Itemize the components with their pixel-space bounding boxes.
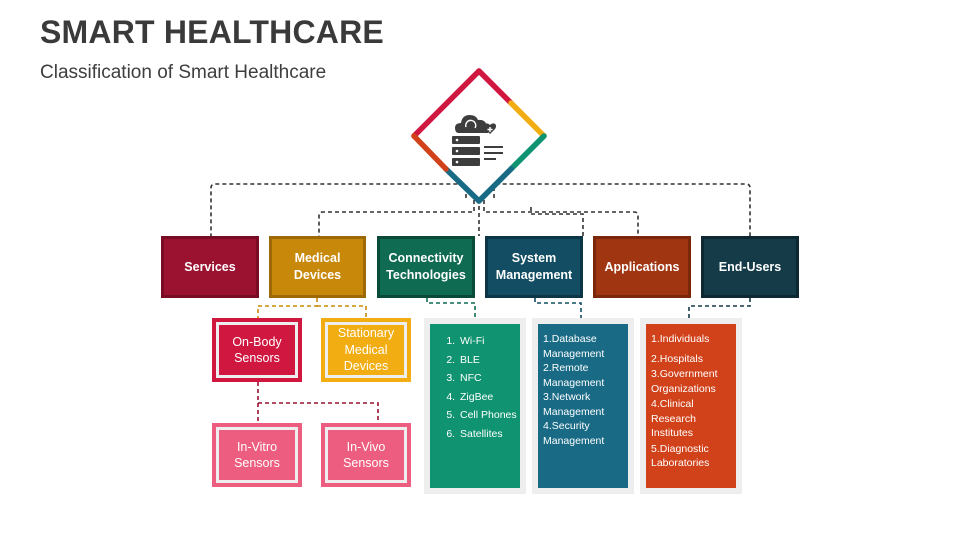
list-item: NFC	[458, 371, 520, 386]
list-item: 1.Individuals	[651, 333, 710, 345]
list-item: 3.Network Management	[543, 391, 605, 418]
category-services: Services	[161, 236, 259, 298]
list-item: Cell Phones	[458, 408, 520, 423]
category-system-management: System Management	[485, 236, 583, 298]
on-body-sensors-box: On-Body Sensors	[212, 318, 302, 382]
connectivity-list-panel: Wi-Fi BLE NFC ZigBee Cell Phones Satelli…	[424, 318, 526, 494]
list-item: 4.Security Management	[543, 420, 605, 447]
cloud-server-health-icon	[452, 115, 503, 166]
list-item: Wi-Fi	[458, 334, 520, 349]
page-subtitle: Classification of Smart Healthcare	[40, 62, 327, 83]
category-applications: Applications	[593, 236, 691, 298]
list-item: 4.Clinical Research Institutes	[651, 398, 696, 439]
list-item: ZigBee	[458, 390, 520, 405]
hub-diamond	[411, 68, 547, 204]
list-item: 2.Hospitals	[651, 352, 703, 365]
page-title: SMART HEALTHCARE	[40, 14, 384, 50]
list-item: 3.Government Organizations	[651, 368, 718, 395]
list-item: Satellites	[458, 427, 520, 442]
in-vitro-sensors-box: In-Vitro Sensors	[212, 423, 302, 487]
category-medical-devices: Medical Devices	[269, 236, 366, 298]
list-item: 1.Database Management	[543, 333, 605, 360]
system-management-list-panel: 1.Database Management 2.Remote Managemen…	[532, 318, 634, 494]
end-users-list-panel: 1.Individuals 2.Hospitals 3.Government O…	[640, 318, 742, 494]
in-vivo-sensors-box: In-Vivo Sensors	[321, 423, 411, 487]
category-connectivity-technologies: Connectivity Technologies	[377, 236, 475, 298]
stationary-medical-devices-box: Stationary Medical Devices	[321, 318, 411, 382]
list-item: 5.Diagnostic Laboratories	[651, 442, 710, 470]
list-item: BLE	[458, 353, 520, 368]
category-end-users: End-Users	[701, 236, 799, 298]
list-item: 2.Remote Management	[543, 362, 605, 389]
